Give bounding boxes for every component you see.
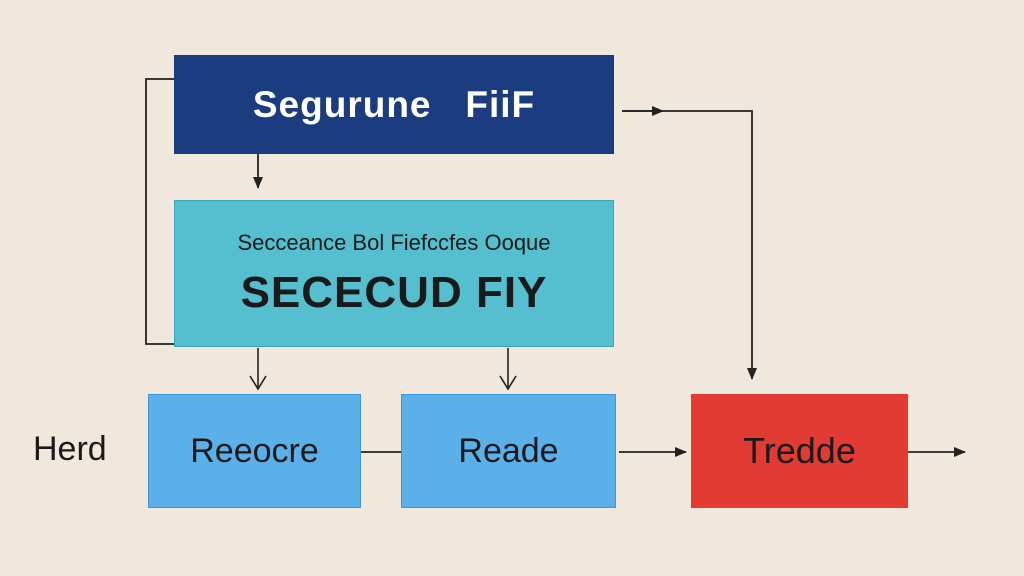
- middle-node-subtitle: Secceance Bol Fiefccfes Ooque: [237, 229, 551, 255]
- bottom-node-2: Reade: [401, 394, 616, 508]
- output-node-label: Tredde: [743, 430, 856, 471]
- top-node-label: Segurune FiiF: [252, 83, 536, 125]
- open-arrowhead: [249, 375, 267, 391]
- side-input-label: Herd: [33, 430, 107, 468]
- middle-node-title: SECECUD FIY: [240, 267, 548, 317]
- bottom-node-2-label: Reade: [458, 431, 559, 470]
- top-node: Segurune FiiF: [174, 55, 614, 154]
- output-node: Tredde: [691, 394, 908, 508]
- bottom-node-1-label: Reeocre: [190, 431, 319, 470]
- top-to-output-connector: [622, 110, 757, 380]
- bottom-node-1: Reeocre: [148, 394, 361, 508]
- feedback-loop-connector: [145, 78, 174, 345]
- open-arrowhead: [499, 375, 517, 391]
- middle-node: Secceance Bol Fiefccfes Ooque SECECUD FI…: [174, 200, 614, 347]
